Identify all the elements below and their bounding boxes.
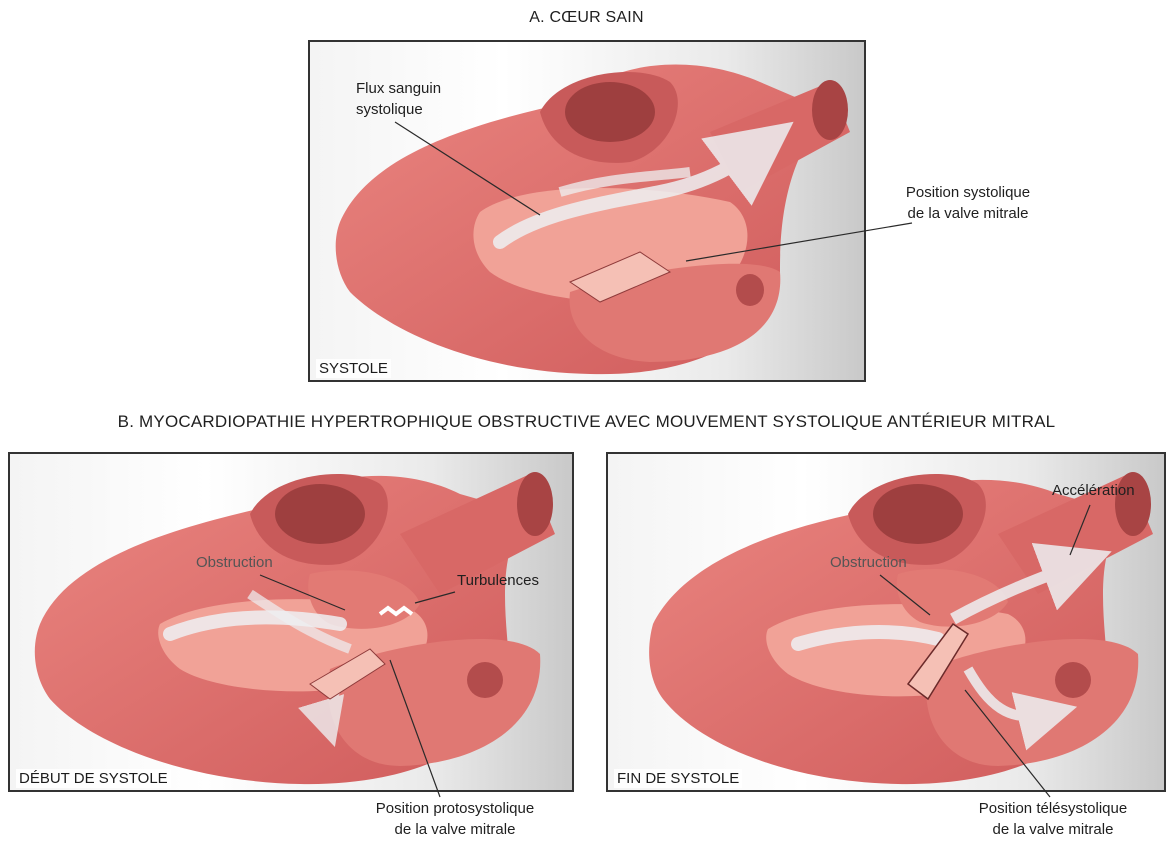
annotation-blood-flow: Flux sanguin systolique [356, 78, 441, 120]
panel-late-systole: FIN DE SYSTOLE [606, 452, 1166, 792]
annotation-valve-telesystolic-line1: Position télésystolique [938, 798, 1168, 819]
panel-label-systole: SYSTOLE [316, 359, 391, 378]
section-a-title: A. CŒUR SAIN [0, 9, 1173, 27]
annotation-valve-systolic: Position systolique de la valve mitrale [880, 182, 1056, 224]
section-b-title: B. MYOCARDIOPATHIE HYPERTROPHIQUE OBSTRU… [0, 412, 1173, 432]
annotation-valve-telesystolic: Position télésystolique de la valve mitr… [938, 798, 1168, 840]
annotation-valve-telesystolic-line2: de la valve mitrale [938, 819, 1168, 840]
annotation-valve-protosystolic-line1: Position protosystolique [330, 798, 580, 819]
panel-label-late-systole: FIN DE SYSTOLE [614, 769, 742, 788]
annotation-obstruction-early: Obstruction [196, 552, 273, 573]
panel-label-early-systole: DÉBUT DE SYSTOLE [16, 769, 171, 788]
annotation-valve-systolic-line1: Position systolique [880, 182, 1056, 203]
heart-illustration-late-systole [608, 454, 1166, 792]
panel-early-systole: DÉBUT DE SYSTOLE [8, 452, 574, 792]
annotation-blood-flow-line2: systolique [356, 99, 441, 120]
annotation-valve-systolic-line2: de la valve mitrale [880, 203, 1056, 224]
annotation-obstruction-late: Obstruction [830, 552, 907, 573]
annotation-valve-protosystolic-line2: de la valve mitrale [330, 819, 580, 840]
annotation-acceleration: Accélération [1052, 480, 1135, 501]
annotation-turbulences: Turbulences [457, 570, 539, 591]
annotation-valve-protosystolic: Position protosystolique de la valve mit… [330, 798, 580, 840]
annotation-blood-flow-line1: Flux sanguin [356, 78, 441, 99]
heart-illustration-early-systole [10, 454, 574, 792]
